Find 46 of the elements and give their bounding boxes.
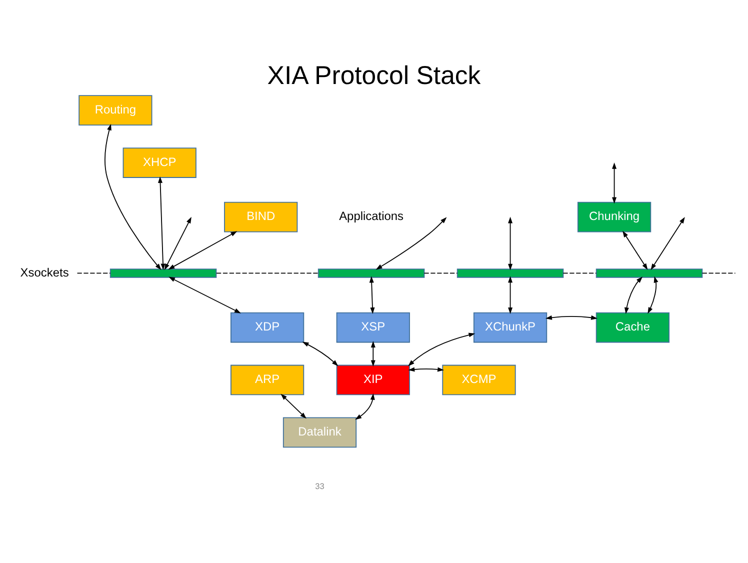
arrow: [622, 230, 648, 270]
arrow: [650, 216, 685, 270]
arrow: [168, 276, 241, 314]
node-bar: [110, 268, 217, 278]
node-box: ARP: [230, 364, 304, 396]
connector: [424, 272, 458, 274]
arrow: [624, 276, 643, 314]
arrow: [370, 341, 376, 367]
node-box: XSP: [336, 312, 410, 343]
node-box: Chunking: [577, 202, 652, 232]
node-bar: [596, 268, 703, 278]
node-text: Xsockets: [20, 265, 69, 280]
arrow: [302, 342, 338, 366]
node-bar: [456, 268, 564, 278]
arrow: [612, 162, 617, 204]
arrow: [408, 332, 476, 366]
node-bar: [318, 268, 425, 278]
node-box: XIP: [336, 364, 410, 396]
arrow: [160, 216, 192, 270]
node-box: XHCP: [122, 148, 196, 178]
label: Applications: [339, 209, 404, 224]
arrow: [508, 276, 513, 314]
arrow: [369, 276, 375, 314]
arrow: [104, 124, 162, 270]
diagram-title: XIA Protocol Stack: [267, 62, 481, 90]
arrow: [168, 231, 238, 270]
connector: [216, 272, 319, 274]
node-box: XCMP: [442, 364, 516, 396]
arrow: [545, 315, 598, 320]
node-box: BIND: [224, 202, 298, 232]
node-box: Routing: [78, 95, 152, 126]
connector: [702, 272, 736, 274]
node-box: Datalink: [282, 417, 357, 448]
arrow: [355, 393, 375, 420]
node-box: Cache: [596, 312, 670, 343]
arrow: [158, 176, 170, 270]
arrow: [280, 394, 306, 419]
node-box: XDP: [230, 312, 304, 343]
arrow: [408, 367, 444, 372]
arrow: [508, 216, 513, 270]
arrow: [376, 217, 447, 270]
label: 33: [315, 482, 324, 491]
node-box: XChunkP: [473, 312, 548, 343]
connector: [562, 272, 597, 274]
connector: [76, 272, 111, 274]
arrow: [648, 276, 658, 314]
